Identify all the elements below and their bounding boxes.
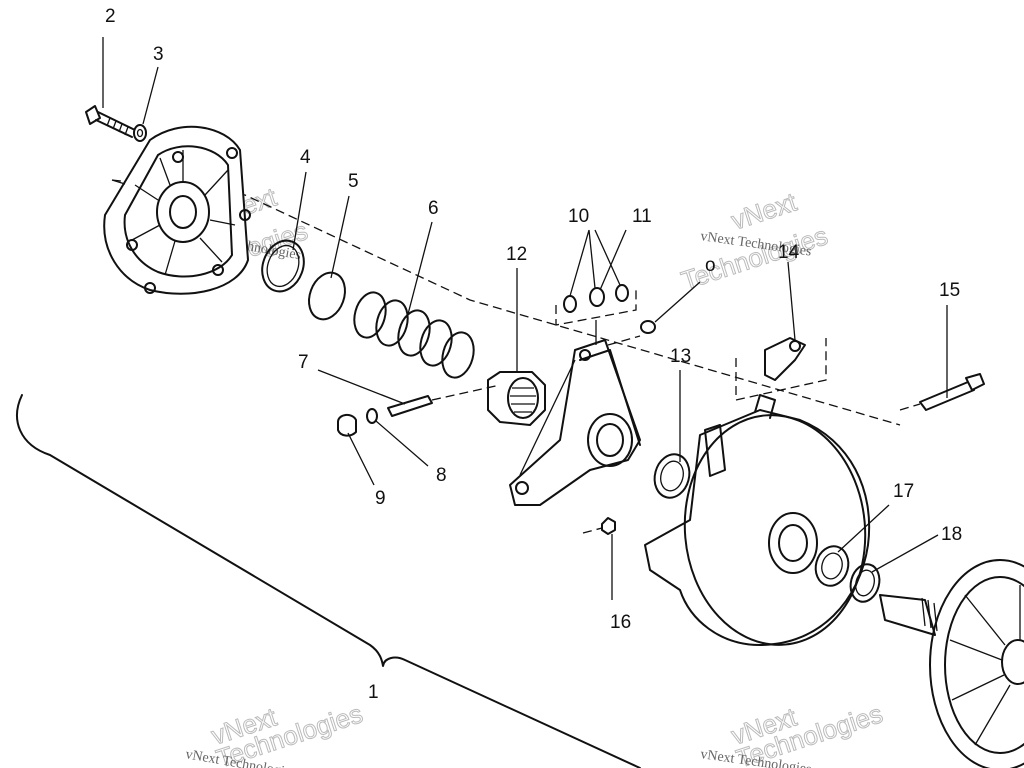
callout-5: 5 <box>348 171 359 192</box>
part-5-ring <box>308 271 346 321</box>
callout-10: 10 <box>568 206 589 227</box>
callout-15: 15 <box>939 280 960 301</box>
part-small-nut <box>640 320 656 334</box>
stray-o-mark: o <box>705 255 716 276</box>
part-13-washer <box>653 453 691 499</box>
part-14-weight <box>735 337 827 401</box>
bolt-axis <box>899 403 921 411</box>
pin-axis <box>431 384 501 401</box>
assembly-axis <box>111 179 901 426</box>
part-8-oring <box>366 408 378 424</box>
part-9-cap <box>337 414 357 437</box>
part-17-bushing <box>814 545 850 587</box>
callout-8: 8 <box>436 465 447 486</box>
watermark-3: vNext Technologies vNext Technologies <box>184 698 366 768</box>
part-15-bolt <box>919 373 985 411</box>
part-fixed-sheave <box>879 559 1024 768</box>
part-2-bolt <box>85 105 136 138</box>
nut-axis <box>582 527 603 534</box>
spider-dash-lead <box>607 335 641 346</box>
part-10-11-roller-kit <box>555 284 637 345</box>
part-18-washer <box>849 563 881 603</box>
part-7-pin <box>387 395 433 417</box>
callout-11: 11 <box>632 206 652 227</box>
callout-1: 1 <box>368 682 379 703</box>
callout-17: 17 <box>893 481 914 502</box>
part-12-bushing <box>487 371 546 426</box>
callout-16: 16 <box>610 612 631 633</box>
callout-2: 2 <box>105 6 116 27</box>
leader-lines <box>102 37 948 600</box>
callout-3: 3 <box>153 44 164 65</box>
svg-text:vNext: vNext <box>728 186 801 235</box>
callout-7: 7 <box>298 352 309 373</box>
callout-labels: 2 3 4 5 6 7 8 9 10 11 12 13 14 15 16 17 … <box>105 6 962 703</box>
part-cover-plate <box>103 125 251 295</box>
callout-14: 14 <box>778 242 800 263</box>
assembly-bracket <box>16 394 641 768</box>
callout-6: 6 <box>428 198 439 219</box>
part-movable-sheave <box>644 394 871 646</box>
callout-12: 12 <box>506 244 527 265</box>
part-4-ring <box>261 239 305 293</box>
part-3-washer <box>133 124 147 142</box>
part-6-spring <box>353 291 475 379</box>
callout-9: 9 <box>375 488 386 509</box>
callout-13: 13 <box>670 346 691 367</box>
callout-18: 18 <box>941 524 962 545</box>
callout-4: 4 <box>300 147 311 168</box>
part-16-nut <box>601 517 616 535</box>
watermark-4: vNext Technologies vNext Technologies <box>699 698 886 768</box>
watermark-2: vNext Technologies vNext Technologies <box>677 186 832 296</box>
part-spider-arm <box>509 339 641 506</box>
